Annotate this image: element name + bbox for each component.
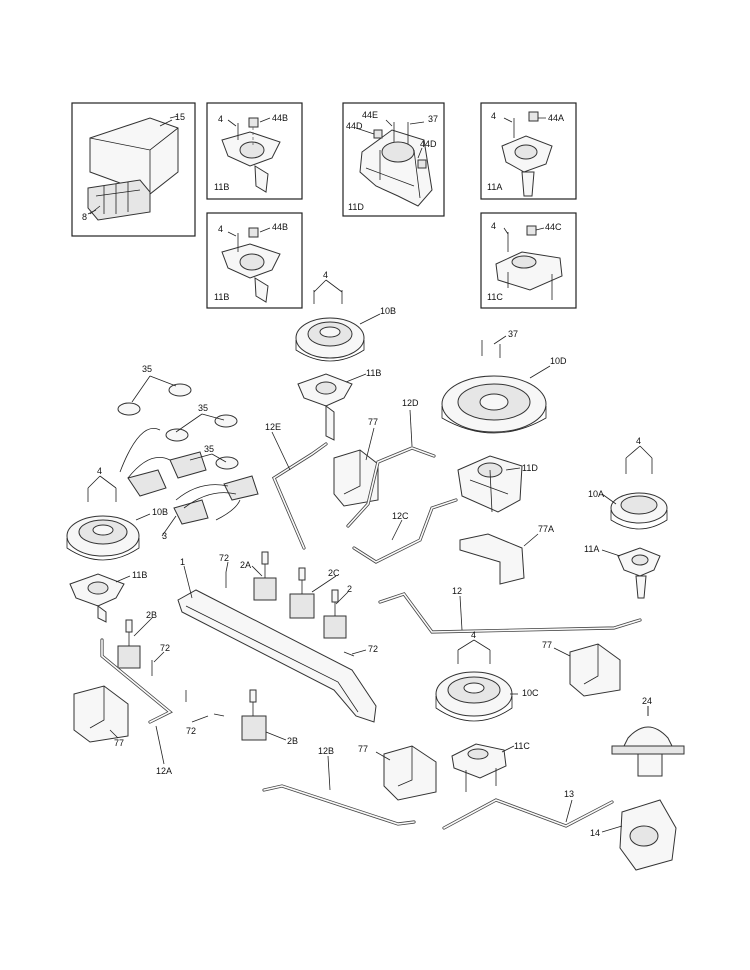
label-10b: 10B bbox=[380, 306, 396, 316]
label-11b: 11B bbox=[214, 182, 229, 192]
label-11c: 11C bbox=[514, 741, 530, 751]
label-10a: 10A bbox=[588, 489, 604, 499]
burner-10b-upper bbox=[295, 290, 365, 362]
label-44d: 44D bbox=[346, 121, 363, 131]
label-2b: 2B bbox=[146, 610, 157, 620]
burner-head-11a bbox=[617, 547, 661, 599]
label-4: 4 bbox=[323, 270, 328, 280]
inset-box-11b-bottom bbox=[206, 212, 303, 309]
label-35: 35 bbox=[198, 403, 208, 413]
label-4: 4 bbox=[491, 221, 496, 231]
burner-10c bbox=[435, 650, 513, 722]
label-2c: 2C bbox=[328, 568, 340, 578]
label-2b: 2B bbox=[287, 736, 298, 746]
label-3: 3 bbox=[162, 531, 167, 541]
label-10d: 10D bbox=[550, 356, 567, 366]
manifold-pipe bbox=[177, 589, 377, 723]
label-4: 4 bbox=[636, 436, 641, 446]
label-37: 37 bbox=[508, 329, 518, 339]
bracket-77-bottom bbox=[383, 745, 437, 801]
inset-box-11c bbox=[480, 212, 577, 309]
label-11b: 11B bbox=[132, 570, 147, 580]
label-12e: 12E bbox=[265, 422, 281, 432]
label-11b: 11B bbox=[214, 292, 229, 302]
label-14: 14 bbox=[590, 828, 600, 838]
label-4: 4 bbox=[491, 111, 496, 121]
bracket-77a bbox=[459, 533, 525, 585]
valve-2c bbox=[289, 567, 315, 619]
spark-electrodes bbox=[117, 383, 259, 525]
label-4: 4 bbox=[218, 224, 223, 234]
burner-10d bbox=[441, 340, 547, 434]
label-2: 2 bbox=[347, 584, 352, 594]
label-4: 4 bbox=[97, 466, 102, 476]
bracket-77-upper bbox=[333, 449, 379, 507]
label-4: 4 bbox=[218, 114, 223, 124]
label-44b: 44B bbox=[272, 222, 288, 232]
burner-head-11b-left bbox=[69, 573, 125, 623]
label-72: 72 bbox=[186, 726, 196, 736]
burner-head-11d bbox=[457, 455, 523, 513]
burner-10b-left bbox=[66, 488, 140, 561]
label-12a: 12A bbox=[156, 766, 172, 776]
label-12: 12 bbox=[452, 586, 462, 596]
label-11c: 11C bbox=[487, 292, 503, 302]
label-2a: 2A bbox=[240, 560, 251, 570]
label-77: 77 bbox=[358, 744, 368, 754]
gas-tubes bbox=[100, 442, 642, 830]
label-77: 77 bbox=[542, 640, 552, 650]
label-12c: 12C bbox=[392, 511, 409, 521]
label-10c: 10C bbox=[522, 688, 539, 698]
label-8: 8 bbox=[82, 212, 87, 222]
valve-2b-bottom bbox=[241, 689, 267, 741]
label-44e: 44E bbox=[362, 110, 378, 120]
screws-72 bbox=[151, 572, 355, 717]
label-10b: 10B bbox=[152, 507, 168, 517]
label-1: 1 bbox=[180, 557, 185, 567]
label-77: 77 bbox=[368, 417, 378, 427]
label-4: 4 bbox=[471, 630, 476, 640]
label-24: 24 bbox=[642, 696, 652, 706]
inset-box-11d bbox=[342, 102, 445, 217]
label-44b: 44B bbox=[272, 113, 288, 123]
label-77: 77 bbox=[114, 738, 124, 748]
valve-2b-left bbox=[117, 619, 141, 669]
inset-box-11b-top bbox=[206, 102, 303, 200]
burner-10a bbox=[610, 458, 668, 530]
label-11d: 11D bbox=[348, 202, 364, 212]
bracket-77-left bbox=[73, 685, 129, 743]
label-44a: 44A bbox=[548, 113, 564, 123]
inset-box-11a-top bbox=[480, 102, 577, 200]
label-72: 72 bbox=[219, 553, 229, 563]
label-72: 72 bbox=[368, 644, 378, 654]
bracket-77-right bbox=[569, 643, 621, 697]
label-77a: 77A bbox=[538, 524, 554, 534]
label-12d: 12D bbox=[402, 398, 419, 408]
label-11d: 11D bbox=[522, 463, 538, 473]
label-44d: 44D bbox=[420, 139, 437, 149]
label-12b: 12B bbox=[318, 746, 334, 756]
leader-lines bbox=[87, 117, 653, 833]
label-44c: 44C bbox=[545, 222, 562, 232]
inset-box-switch bbox=[71, 102, 196, 237]
label-11a: 11A bbox=[584, 544, 599, 554]
label-35: 35 bbox=[204, 444, 214, 454]
burner-head-11c bbox=[451, 743, 507, 792]
label-37: 37 bbox=[428, 114, 438, 124]
label-11a: 11A bbox=[487, 182, 502, 192]
regulator-24-14 bbox=[611, 706, 685, 871]
burner-head-11b-upper bbox=[297, 373, 353, 441]
label-35: 35 bbox=[142, 364, 152, 374]
valve-2a bbox=[253, 551, 277, 601]
valve-2 bbox=[323, 589, 347, 639]
label-11b: 11B bbox=[366, 368, 381, 378]
label-13: 13 bbox=[564, 789, 574, 799]
label-15: 15 bbox=[175, 112, 185, 122]
label-72: 72 bbox=[160, 643, 170, 653]
